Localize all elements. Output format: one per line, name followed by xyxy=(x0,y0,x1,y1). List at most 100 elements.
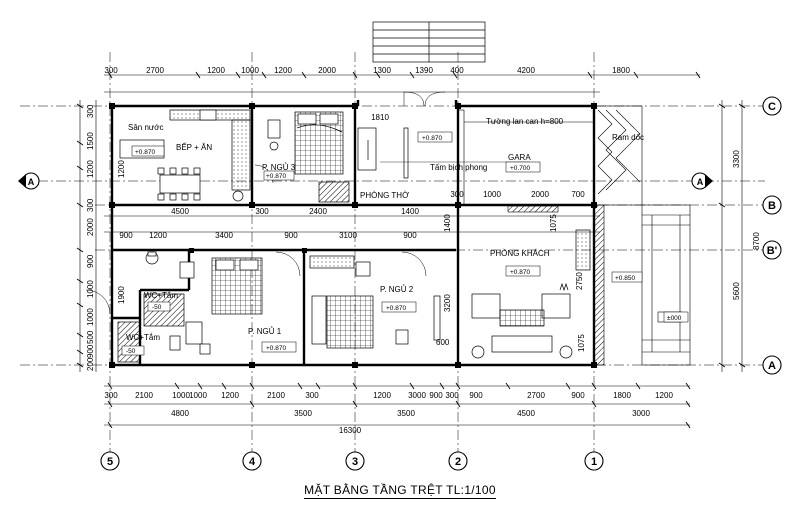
altar-room xyxy=(318,91,446,203)
dim-int-7: 1900 xyxy=(117,286,126,304)
dim-int-2: 2750 xyxy=(575,272,584,290)
drawing-title-text: MẶT BẰNG TẦNG TRỆT TL:1/100 xyxy=(304,483,496,499)
dim-b-upper-5: 1810 xyxy=(371,113,389,122)
dim-left-7: 1000 xyxy=(86,280,95,298)
level-p-ngu-2: +0.870 xyxy=(386,305,406,312)
level-san-vuon: ±000 xyxy=(667,315,682,322)
dim-bot2-2: 3500 xyxy=(294,409,312,418)
dim-bot2-5: 3000 xyxy=(632,409,650,418)
dim-top-7: 1300 xyxy=(373,66,391,75)
dim-b-lower-7: 300 xyxy=(450,190,464,199)
level-gara: +0.700 xyxy=(510,165,530,172)
section-label-right: A xyxy=(697,177,704,187)
dim-bot-5: 1200 xyxy=(221,391,239,400)
drawing-title: MẶT BẰNG TẦNG TRỆT TL:1/100 xyxy=(0,483,800,499)
dim-bot-8: 1200 xyxy=(373,391,391,400)
label-bep-an: BẾP + ĂN xyxy=(176,142,212,152)
dim-int-8: 1200 xyxy=(117,160,126,178)
dimension-ticks xyxy=(76,71,746,429)
label-gara: GARA xyxy=(508,153,531,162)
dim-right-3: 8700 xyxy=(752,232,761,250)
dim-total: 16300 xyxy=(339,426,362,435)
level-phong-khach: +0.870 xyxy=(510,269,530,276)
level-wc-lower: -50 xyxy=(126,348,136,355)
dims-right: 3300 5600 8700 xyxy=(732,150,761,300)
dims-top: 300 2700 1200 1000 1200 2000 1300 1390 4… xyxy=(104,66,630,75)
dim-top-3: 1200 xyxy=(207,66,225,75)
dim-int-6: 600 xyxy=(436,338,450,347)
dim-top-9: 400 xyxy=(450,66,464,75)
dim-left-10: 900 xyxy=(86,344,95,358)
dim-int-1: 1075 xyxy=(549,214,558,232)
dim-bot-14: 900 xyxy=(571,391,585,400)
dim-left-8: 1000 xyxy=(86,308,95,326)
dim-bot-10: 900 xyxy=(429,391,443,400)
level-tags xyxy=(121,131,689,356)
axis-5: 5 xyxy=(107,456,113,468)
dim-b-lower-5: 3100 xyxy=(339,231,357,240)
dim-int-3: 1075 xyxy=(577,334,586,352)
dim-top-11: 1800 xyxy=(612,66,630,75)
section-arrows xyxy=(18,174,713,188)
dim-left-5: 2000 xyxy=(86,218,95,236)
axis-4: 4 xyxy=(249,456,256,468)
label-tam-bich-phong: Tấm bịch phong xyxy=(430,163,487,172)
bedroom-2-furniture xyxy=(309,251,441,349)
dims-bottom-2: 4800 3500 3500 4500 3000 16300 xyxy=(171,409,650,435)
dim-top-4: 1000 xyxy=(241,66,259,75)
dim-left-4: 300 xyxy=(86,198,95,212)
axis-b: B xyxy=(768,200,776,212)
dim-int-4: 1400 xyxy=(443,214,452,232)
level-san-truoc: +0.870 xyxy=(422,135,442,142)
dim-b-upper-3: 2400 xyxy=(309,207,327,216)
label-ram-doc: Ram dốc xyxy=(612,133,644,142)
dim-b-lower-4: 900 xyxy=(284,231,298,240)
dim-top-5: 1200 xyxy=(274,66,292,75)
ramp xyxy=(593,105,691,366)
dim-top-10: 4200 xyxy=(517,66,535,75)
dim-b-lower-1: 900 xyxy=(119,231,133,240)
bedroom-3-furniture xyxy=(254,111,344,184)
axis-3: 3 xyxy=(352,456,358,468)
level-wc-upper: -50 xyxy=(152,304,162,311)
section-label-left: A xyxy=(28,177,35,187)
dim-bot-16: 1200 xyxy=(655,391,673,400)
axis-bubbles xyxy=(22,96,782,471)
dim-bot2-1: 4800 xyxy=(171,409,189,418)
label-wc-tam-lower: WC+Tắm xyxy=(126,333,160,342)
axis-bubble-labels: C B B' A 5 4 3 2 1 A A xyxy=(28,101,778,468)
axis-1: 1 xyxy=(591,456,597,468)
dim-b-lower-2: 1200 xyxy=(149,231,167,240)
level-texts: +0.870 +0.870 +0.870 +0.700 +0.870 +0.85… xyxy=(126,135,682,355)
level-p-ngu-3: +0.870 xyxy=(266,173,286,180)
label-tuong-lan-can: Tường lan can h=800 xyxy=(486,117,564,126)
front-steps xyxy=(372,21,486,63)
dim-bot-6: 2100 xyxy=(267,391,285,400)
level-bep: +0.870 xyxy=(135,149,155,156)
dim-bot2-4: 4500 xyxy=(517,409,535,418)
dim-bot-11: 300 xyxy=(445,391,459,400)
axis-lines xyxy=(20,52,765,462)
dimension-lines xyxy=(79,74,743,426)
dim-bot-3: 1000 xyxy=(172,391,190,400)
dim-bot-7: 300 xyxy=(305,391,319,400)
dim-left-11: 200 xyxy=(86,357,95,371)
dims-interior: 1075 2750 1075 1400 3200 600 1900 1200 xyxy=(117,160,586,352)
dim-int-5: 3200 xyxy=(443,294,452,312)
label-p-ngu-3: P. NGỦ 3 xyxy=(262,163,296,172)
dim-top-2: 2700 xyxy=(146,66,164,75)
label-wc-tam-upper: WC+Tắm xyxy=(144,291,178,300)
dim-left-3: 1200 xyxy=(86,160,95,178)
room-labels: Sân nước BẾP + ĂN P. NGỦ 3 PHÒNG THỜ Tườ… xyxy=(126,117,644,342)
dim-left-9: 500 xyxy=(86,330,95,344)
level-p-ngu-1: +0.870 xyxy=(266,345,286,352)
dim-b-upper-4: 1400 xyxy=(401,207,419,216)
dim-bot-13: 2700 xyxy=(527,391,545,400)
dim-top-1: 300 xyxy=(104,66,118,75)
dim-bot-1: 300 xyxy=(104,391,118,400)
label-phong-khach: PHÒNG KHÁCH xyxy=(490,249,550,258)
dim-bot-4: 1000 xyxy=(189,391,207,400)
dim-right-2: 5600 xyxy=(732,282,741,300)
dim-bot-15: 1800 xyxy=(613,391,631,400)
level-hien: +0.850 xyxy=(615,275,635,282)
